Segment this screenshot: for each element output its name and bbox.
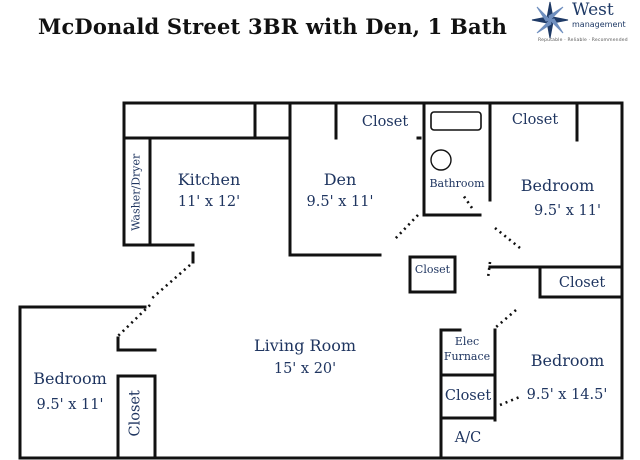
elec-label: Elec	[454, 335, 480, 348]
bathtub-icon	[430, 111, 482, 131]
door-kitchen	[149, 264, 191, 301]
closet-bed-w-label: Closet	[127, 390, 144, 437]
bedroom-w-size: 9.5' x 11'	[36, 397, 104, 413]
closet-bath-label: Closet	[511, 112, 559, 128]
den-size: 9.5' x 11'	[306, 194, 374, 210]
den-wall	[288, 101, 382, 257]
bedroom-se-label: Bedroom	[530, 351, 605, 370]
page-title: McDonald Street 3BR with Den, 1 Bath	[38, 14, 508, 39]
den-label: Den	[323, 170, 357, 189]
ac-label: A/C	[454, 430, 482, 446]
living-room-label: Living Room	[253, 336, 356, 355]
wall-kitchen-west	[122, 101, 195, 247]
logo-subtitle: management	[572, 20, 626, 29]
closet-hall-label: Closet	[414, 263, 451, 276]
furnace-label: Furnace	[443, 350, 491, 363]
door-bedroom-ne	[494, 226, 521, 250]
kitchen-label: Kitchen	[177, 170, 241, 189]
closet-bed-se-label: Closet	[558, 275, 606, 291]
door-closet-small	[499, 394, 523, 407]
bedroom-ne-size: 9.5' x 11'	[534, 203, 601, 219]
living-room-size: 15' x 20'	[273, 361, 337, 377]
compass-icon	[531, 1, 569, 39]
company-logo: West management Reputable · Reliable · R…	[528, 0, 638, 48]
washer-dryer-label: Washer/Dryer	[129, 153, 143, 231]
door-bath	[461, 194, 474, 209]
door-bedroom-w	[117, 304, 151, 337]
closet-den-label: Closet	[361, 114, 409, 130]
bedroom-se-size: 9.5' x 14.5'	[526, 387, 608, 403]
logo-brand: West	[572, 0, 614, 20]
toilet-icon	[430, 149, 452, 171]
door-hall	[486, 261, 492, 279]
bath-wall-west	[422, 101, 482, 217]
logo-tagline: Reputable · Reliable · Recommended	[538, 38, 628, 43]
door-bedroom-se	[494, 309, 517, 329]
bathroom-label: Bathroom	[429, 177, 485, 190]
door-den	[393, 214, 419, 241]
closet-small-label: Closet	[444, 388, 492, 404]
bedroom-ne-label: Bedroom	[520, 176, 595, 195]
closet-se	[538, 265, 624, 299]
hall-closet	[408, 255, 457, 294]
kitchen-size: 11' x 12'	[177, 194, 241, 210]
bedroom-w-label: Bedroom	[33, 369, 107, 388]
